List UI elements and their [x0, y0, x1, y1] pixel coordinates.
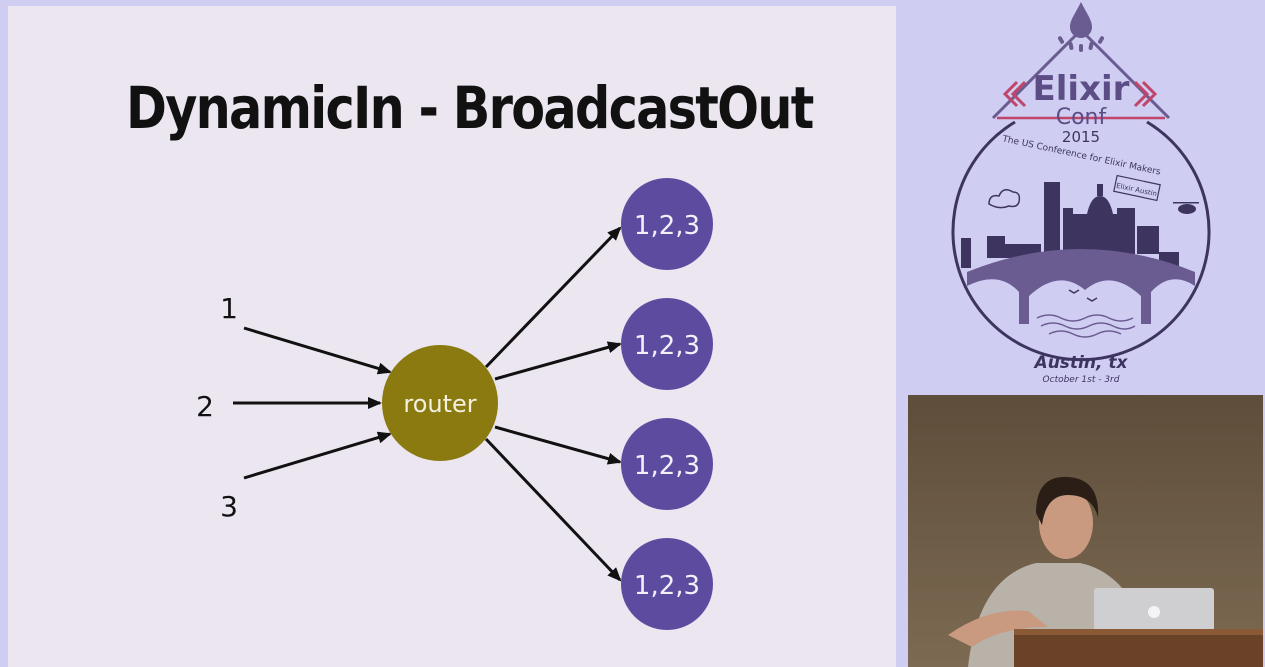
logo-city: Austin, tx [1033, 353, 1129, 373]
output-node-4 [621, 538, 713, 630]
elixirconf-logo: Elixir Conf 2015 The US Conference for E… [951, 2, 1211, 385]
input-label-3: 3 [220, 490, 238, 523]
drop-rays-icon [1058, 36, 1104, 52]
cloud-icon [988, 189, 1021, 209]
speaker-video [908, 395, 1263, 667]
output-arrow-2 [494, 341, 622, 381]
output-label-1: 1,2,3 [634, 211, 700, 241]
speaker-video-frame [908, 395, 1263, 667]
output-node-2 [621, 298, 713, 390]
output-arrow-3 [494, 425, 622, 465]
router-label: router [403, 390, 476, 418]
laptop-icon [1094, 588, 1214, 634]
input-arrow-1 [243, 326, 392, 375]
input-label-2: 2 [196, 390, 214, 423]
slide-title: DynamicIn - BroadcastOut [126, 74, 814, 142]
output-label-4: 1,2,3 [634, 571, 700, 601]
water-graphic [1036, 314, 1136, 338]
input-arrow-3 [243, 431, 392, 480]
output-node-3 [621, 418, 713, 510]
output-label-3: 1,2,3 [634, 451, 700, 481]
output-arrow-4 [484, 437, 622, 582]
input-label-1: 1 [220, 292, 238, 325]
output-node-1 [621, 178, 713, 270]
router-diagram: 1 2 3 router 1,2,3 1,2,3 1,2,3 1,2,3 [196, 178, 713, 630]
router-node [382, 345, 498, 461]
logo-line2: Conf [1056, 105, 1108, 130]
output-label-2: 1,2,3 [634, 331, 700, 361]
birds-icon [1068, 289, 1098, 302]
output-arrow-1 [484, 226, 622, 369]
logo-year: 2015 [1062, 128, 1100, 146]
podium [1014, 629, 1263, 667]
helicopter-icon [1173, 202, 1199, 214]
logo-line1: Elixir [1033, 69, 1130, 109]
elixir-drop-icon [1070, 2, 1092, 38]
bridge-graphic [967, 249, 1195, 324]
presentation-slide: DynamicIn - BroadcastOut 1 2 3 router 1,… [8, 6, 896, 667]
logo-dates: October 1st - 3rd [1043, 375, 1120, 385]
